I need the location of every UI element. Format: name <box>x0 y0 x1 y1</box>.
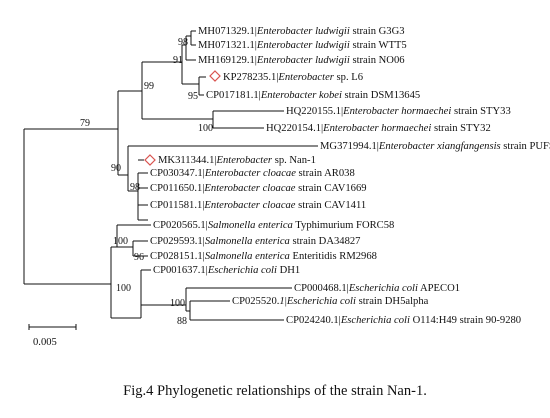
taxon-label: CP024240.1|Escherichia coli O114:H49 str… <box>286 315 521 326</box>
taxon-label: CP011650.1|Enterobacter cloacae strain C… <box>150 183 367 194</box>
taxon-label: MG371994.1|Enterobacter xiangfangensis s… <box>320 141 550 152</box>
bootstrap-value: 91 <box>173 55 183 66</box>
taxon-label-target: MK311344.1|Enterobacter sp. Nan-1 <box>158 155 316 166</box>
taxon-label: CP011581.1|Enterobacter cloacae strain C… <box>150 200 366 211</box>
scale-bar-label: 0.005 <box>33 337 57 348</box>
bootstrap-value: 88 <box>177 316 187 327</box>
taxon-label: CP025520.1|Escherichia coli strain DH5al… <box>232 296 429 307</box>
bootstrap-value: 100 <box>170 298 185 309</box>
taxon-label: CP029593.1|Salmonella enterica strain DA… <box>150 236 360 247</box>
bootstrap-value: 98 <box>178 37 188 48</box>
bootstrap-value: 98 <box>130 182 140 193</box>
taxon-label: CP020565.1|Salmonella enterica Typhimuri… <box>153 220 394 231</box>
taxon-label: HQ220154.1|Enterobacter hormaechei strai… <box>266 123 491 134</box>
diamond-marker-icon <box>144 154 156 166</box>
taxon-label: CP028151.1|Salmonella enterica Enteritid… <box>150 251 377 262</box>
taxon-label: KP278235.1|Enterobacter sp. L6 <box>223 72 363 83</box>
figure-caption: Fig.4 Phylogenetic relationships of the … <box>123 383 427 399</box>
bootstrap-value: 100 <box>116 283 131 294</box>
taxon-label: MH071329.1|Enterobacter ludwigii strain … <box>198 26 405 37</box>
bootstrap-value: 100 <box>198 123 213 134</box>
bootstrap-value: 90 <box>111 163 121 174</box>
bootstrap-value: 79 <box>80 118 90 129</box>
taxon-label: MH071321.1|Enterobacter ludwigii strain … <box>198 40 407 51</box>
bootstrap-value: 96 <box>134 252 144 263</box>
bootstrap-value: 99 <box>144 81 154 92</box>
taxon-label: HQ220155.1|Enterobacter hormaechei strai… <box>286 106 511 117</box>
taxon-label: CP030347.1|Enterobacter cloacae strain A… <box>150 168 355 179</box>
taxon-label: MH169129.1|Enterobacter ludwigii strain … <box>198 55 405 66</box>
taxon-label: CP000468.1|Escherichia coli APECO1 <box>294 283 460 294</box>
bootstrap-value: 95 <box>188 91 198 102</box>
taxon-label: CP017181.1|Enterobacter kobei strain DSM… <box>206 90 420 101</box>
diamond-marker-icon <box>209 70 221 82</box>
taxon-label: CP001637.1|Escherichia coli DH1 <box>153 265 300 276</box>
bootstrap-value: 100 <box>113 236 128 247</box>
